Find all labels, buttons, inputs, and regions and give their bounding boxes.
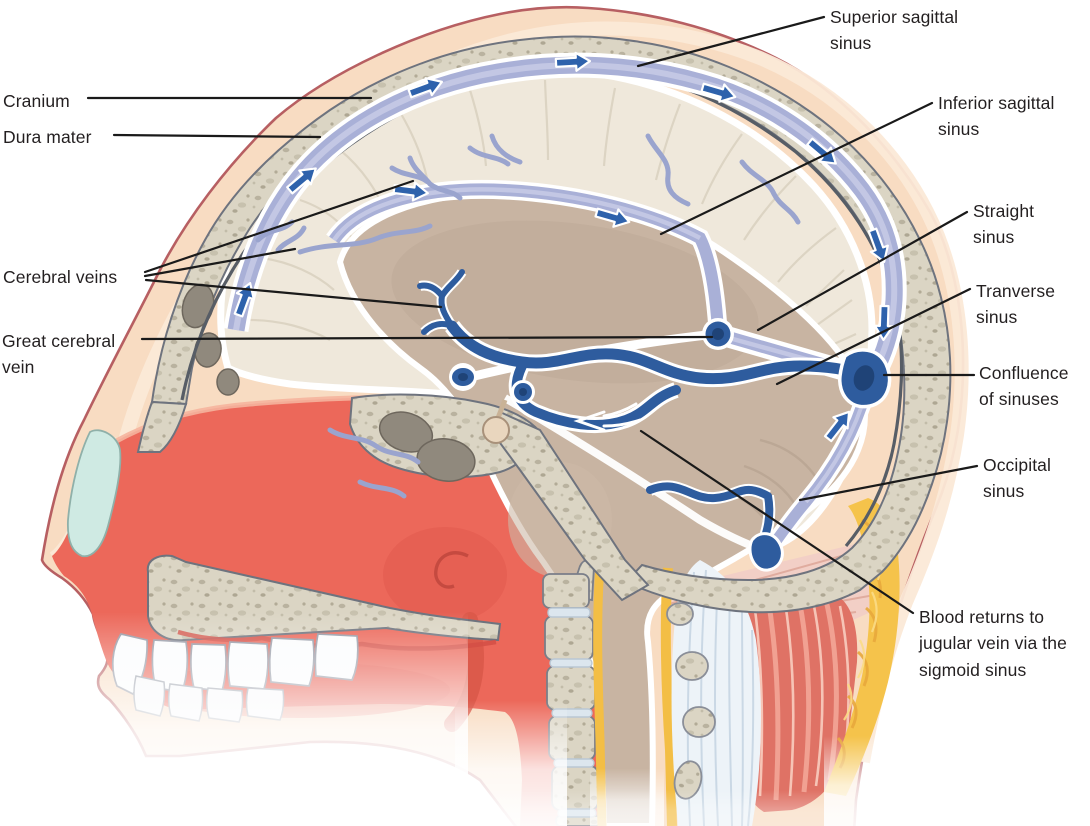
straight-sinus-junction	[702, 318, 734, 350]
leader-blood-returns	[639, 429, 915, 615]
leader-straight-sinus	[756, 210, 969, 332]
transverse-sinus	[446, 320, 870, 385]
leader-tranverse-sinus	[775, 287, 972, 386]
leader-inferior-sagittal-sinus	[659, 101, 934, 236]
great-cerebral-vein	[417, 269, 465, 335]
leader-cerebral-veins-2	[143, 247, 297, 278]
label-dura-mater: Dura mater	[3, 127, 92, 147]
label-inferior-sagittal-sinus: Inferior sagittal sinus	[938, 93, 1055, 140]
leader-superior-sagittal-sinus	[636, 15, 826, 68]
fade-overlays	[0, 612, 1090, 826]
deep-veins	[417, 269, 892, 572]
cerebral-veins-superficial	[255, 133, 801, 499]
label-cranium: Cranium	[3, 91, 70, 111]
label-blood-returns: Blood returns to jugular vein via the si…	[919, 607, 1067, 680]
label-cerebral-veins: Cerebral veins	[3, 267, 118, 287]
label-occipital-sinus: Occipital sinus	[983, 455, 1052, 502]
leader-occipital-sinus	[798, 464, 979, 502]
leader-cerebral-veins-1	[143, 179, 415, 274]
label-tranverse-sinus: Tranverse sinus	[976, 281, 1056, 328]
confluence-of-sinuses	[838, 348, 892, 409]
leader-cerebral-veins-3	[144, 278, 443, 309]
marginal-sinus-vein	[748, 532, 784, 572]
air-sinus-cavities	[181, 283, 476, 482]
label-superior-sagittal-sinus: Superior sagittal sinus	[830, 7, 959, 54]
leader-great-cerebral-vein	[140, 335, 714, 341]
label-confluence-of-sinuses: Confluence of sinuses	[979, 363, 1069, 410]
leader-lines	[86, 15, 979, 615]
label-straight-sinus: Straight sinus	[973, 201, 1035, 248]
leader-dura-mater	[112, 133, 322, 139]
label-great-cerebral-vein: Great cerebral vein	[2, 331, 116, 378]
nasal-cartilage	[67, 429, 122, 558]
